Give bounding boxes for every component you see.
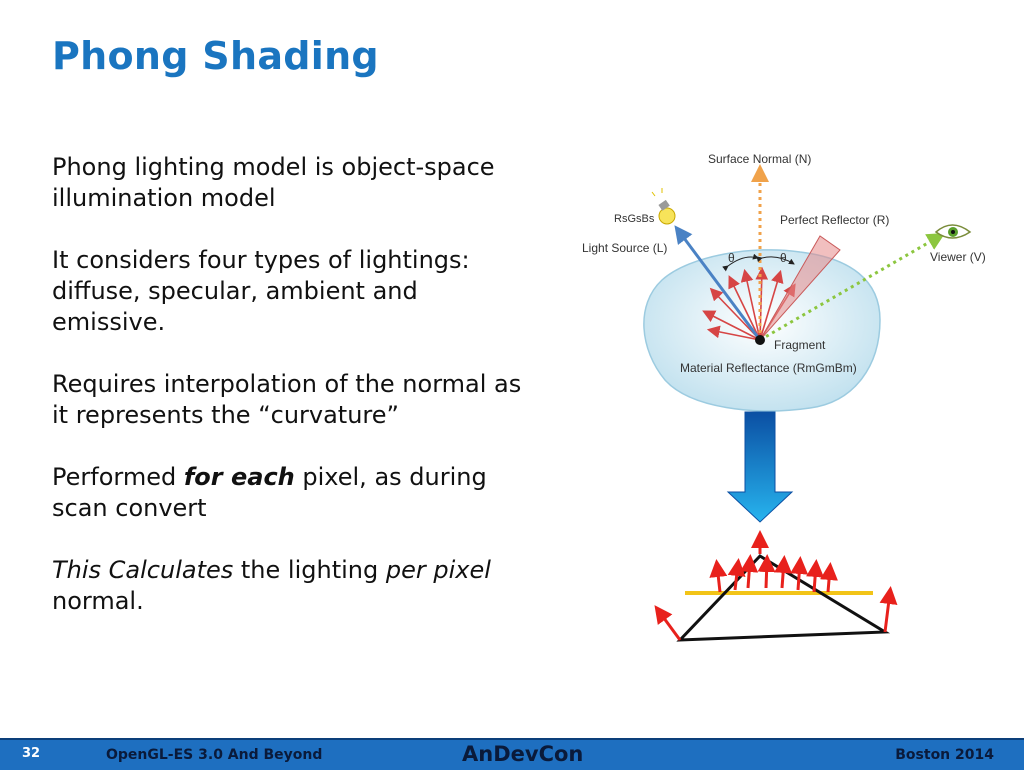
down-arrow <box>726 411 794 523</box>
venue-label: Boston 2014 <box>895 747 994 763</box>
label-material: Material Reflectance (RmGmBm) <box>680 361 857 375</box>
bullet-four-lightings: It considers four types of lightings: di… <box>52 246 470 336</box>
emphasis-for-each: for each <box>183 463 295 491</box>
label-perfect-reflector: Perfect Reflector (R) <box>780 213 889 227</box>
label-surface-normal: Surface Normal (N) <box>708 152 811 166</box>
course-title: OpenGL-ES 3.0 And Beyond <box>106 747 323 763</box>
label-theta-left: θ <box>728 251 735 265</box>
andevcon-logo: AnDevCon <box>462 742 584 766</box>
triangle-normals-diagram <box>654 530 898 642</box>
label-theta-right: θ <box>780 251 787 265</box>
fragment-point <box>755 335 765 345</box>
bullet-interpolation: Requires interpolation of the normal as … <box>52 370 522 429</box>
bullet-calculates: This Calculates the lighting per pixel n… <box>52 556 491 615</box>
slide-body: Phong lighting model is object-space ill… <box>52 152 522 617</box>
slide-title: Phong Shading <box>52 34 379 78</box>
bullet-object-space: Phong lighting model is object-space ill… <box>52 153 495 212</box>
label-source-color: RsGsBs <box>614 213 655 225</box>
eye-icon <box>934 224 972 239</box>
bullet-per-pixel: Performed for each pixel, as during scan… <box>52 463 487 522</box>
label-viewer: Viewer (V) <box>930 250 986 264</box>
theta-arc-left <box>722 253 759 272</box>
material-surface <box>643 249 881 412</box>
phong-diagram: Surface Normal (N) RsGsBs Perfect Reflec… <box>582 152 986 642</box>
label-fragment: Fragment <box>774 338 826 352</box>
page-number: 32 <box>22 746 41 761</box>
footer-bar: 32 OpenGL-ES 3.0 And Beyond AnDevCon Bos… <box>0 738 1024 770</box>
specular-lobe <box>759 235 841 341</box>
label-light-source: Light Source (L) <box>582 241 667 255</box>
light-direction-arrow <box>674 225 762 341</box>
theta-arc-right <box>756 256 795 265</box>
light-bulb-icon <box>651 188 676 225</box>
